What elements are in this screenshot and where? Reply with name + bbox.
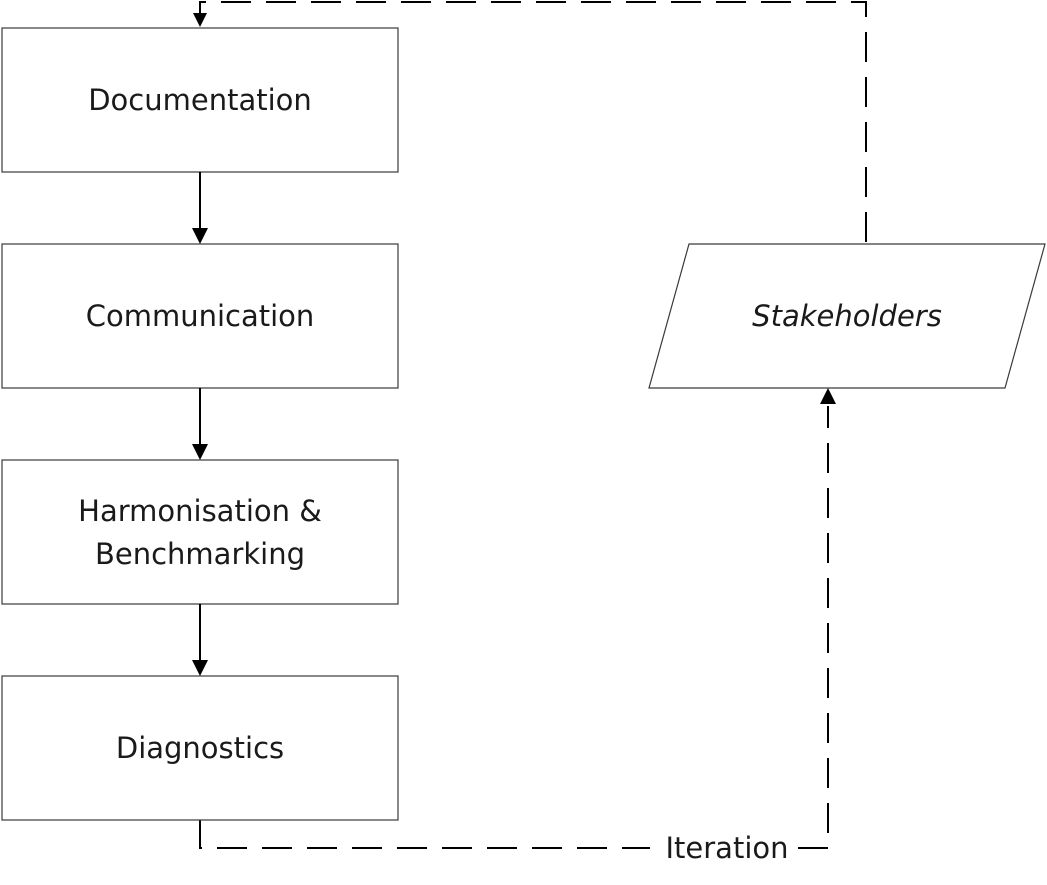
node-harmonisation-label-line1: Harmonisation & [78, 494, 322, 528]
node-communication: Communication [1, 243, 399, 389]
iteration-edge-diagnostics-segment [199, 820, 650, 849]
arrowhead-into-communication [192, 228, 208, 244]
node-diagnostics-label: Diagnostics [116, 731, 284, 765]
iteration-label: Iteration [665, 831, 788, 865]
node-diagnostics: Diagnostics [1, 675, 399, 821]
arrowhead-into-documentation [193, 13, 207, 27]
node-documentation-label: Documentation [88, 83, 312, 117]
node-documentation: Documentation [1, 27, 399, 173]
arrowhead-into-diagnostics [192, 660, 208, 676]
arrowhead-into-stakeholders [820, 388, 836, 404]
arrowhead-into-harmonisation [192, 444, 208, 460]
iteration-edge-stakeholders-segment [798, 406, 829, 849]
feedback-edge-stakeholders-to-documentation [199, 1, 867, 242]
node-communication-label: Communication [86, 299, 315, 333]
node-harmonisation-benchmarking: Harmonisation & Benchmarking [1, 459, 399, 605]
node-harmonisation-label-line2: Benchmarking [95, 537, 305, 571]
node-stakeholders-label: Stakeholders [752, 299, 942, 333]
node-stakeholders: Stakeholders [648, 243, 1046, 389]
